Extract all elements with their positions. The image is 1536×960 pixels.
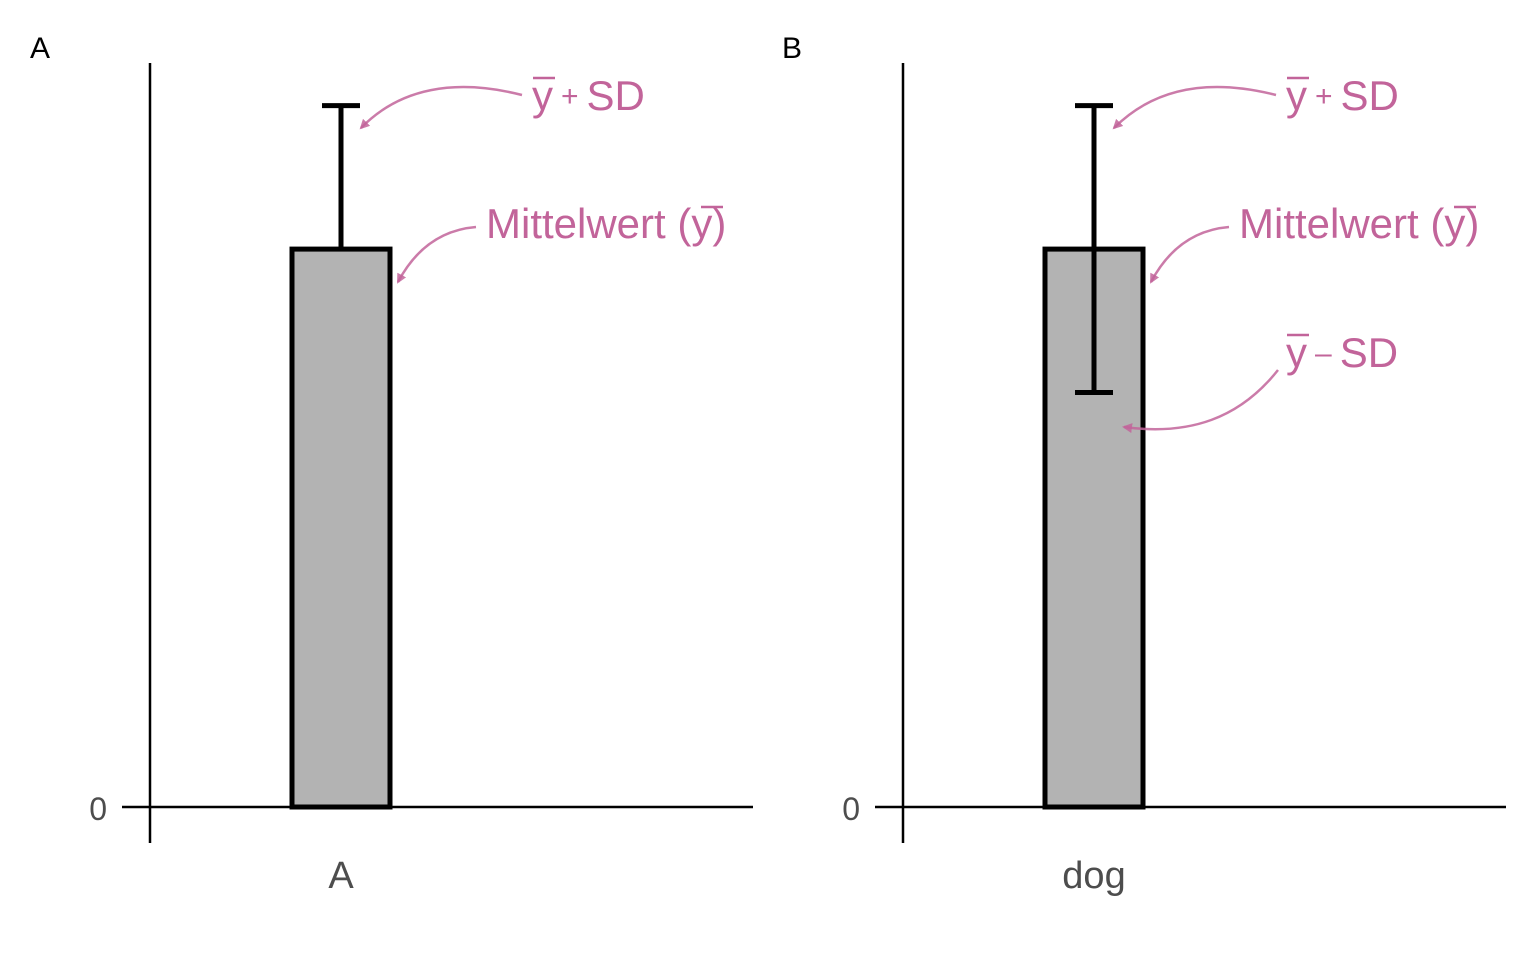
annotation-text-mean-a: Mittelwert (y) [486,200,726,247]
annotation-text-lower-b: y–SD [1286,329,1398,376]
y-tick-label-a-0: 0 [89,791,107,827]
panel-a: A 0 A y+SD Mittelwert (y) [30,32,753,897]
y-tick-label-b-0: 0 [842,791,860,827]
ybar-symbol: y [1286,329,1307,376]
panel-label-b: B [782,32,802,65]
bar-b-0[interactable] [1042,246,1146,810]
x-category-label-b-0: dog [1062,855,1125,897]
annotation-arrow-lower-b [1122,369,1279,434]
annotation-arrow-upper-a [359,85,523,130]
bar-a-0[interactable] [289,246,393,810]
annotation-text-upper-a: y+SD [532,72,645,119]
ybar-symbol: y [1444,200,1465,247]
annotation-lower-b: y–SD [1122,329,1398,434]
annotation-mean-a: Mittelwert (y) [396,200,726,284]
panel-b: B 0 dog y+SD Mittelwert (y) y–SD [782,32,1506,897]
ybar-symbol: y [1286,72,1307,119]
annotation-text-upper-b: y+SD [1286,72,1399,119]
annotation-mean-b: Mittelwert (y) [1149,200,1479,284]
annotation-arrow-upper-b [1112,85,1277,130]
panel-label-a: A [30,32,50,65]
ybar-symbol: y [691,200,712,247]
annotation-text-mean-b: Mittelwert (y) [1239,200,1479,247]
x-category-label-a-0: A [328,855,354,897]
annotation-arrow-mean-b [1149,225,1230,284]
annotation-upper-b: y+SD [1112,72,1399,130]
annotation-upper-a: y+SD [359,72,645,130]
annotation-arrow-mean-a [396,225,477,284]
ybar-symbol: y [532,72,553,119]
